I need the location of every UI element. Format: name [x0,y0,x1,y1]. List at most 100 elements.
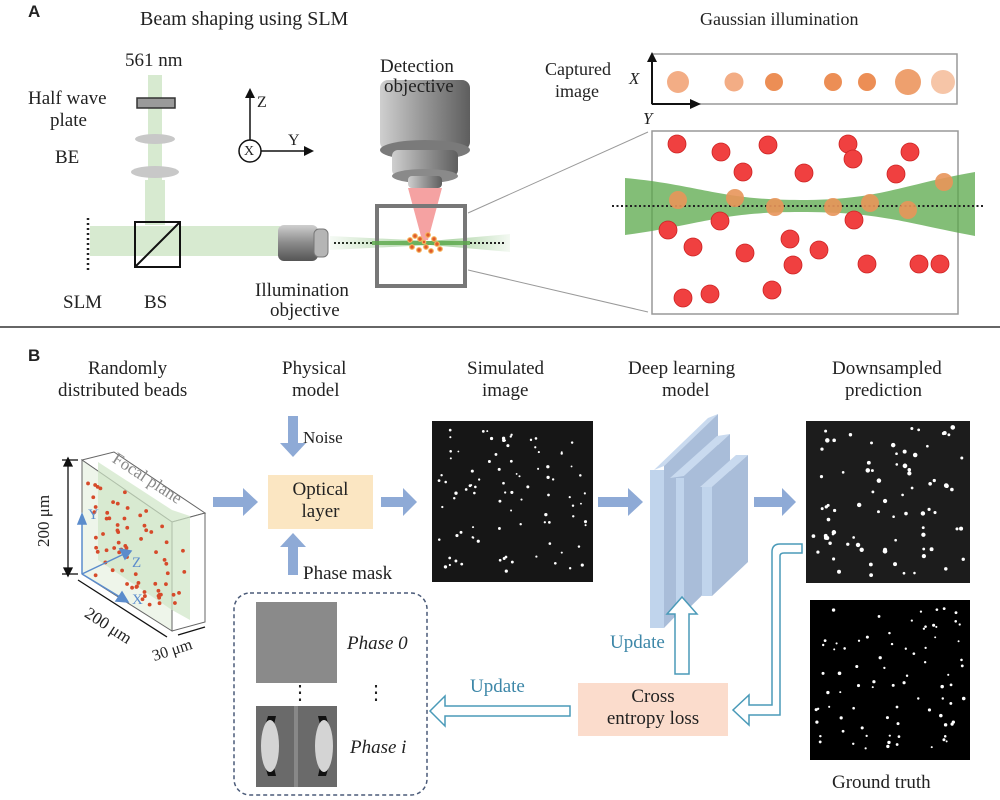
orange-bead [726,189,744,207]
simulated-spot [572,515,575,518]
dl-title-1: Deep learning [628,358,736,379]
predicted-spot [876,478,882,483]
predicted-spot [921,553,926,559]
ground-truth-spot [902,681,906,685]
ground-truth-spot [823,639,827,643]
axis-x-label: X [244,144,255,159]
ground-truth-spot [895,743,899,746]
simulated-spot [477,478,481,481]
be-lens-bottom [131,166,179,178]
simulated-spot [476,539,480,543]
volume-bead [95,549,100,554]
red-bead [711,142,731,162]
ground-truth-spot [949,701,953,705]
simulated-spot [449,436,452,439]
simulated-spot [568,496,571,499]
ground-truth-spot [945,740,948,743]
simulated-spot [501,436,506,440]
simulated-spot [543,521,546,524]
vdots-right: ⋮ [366,682,386,704]
simulated-spot [510,560,514,564]
dl-title-2: model [662,380,710,401]
beads-title-1: Randomly [88,358,168,379]
simulated-spot [443,565,448,569]
simulated-spot [535,555,538,558]
simulated-spot [534,446,537,449]
ground-truth-spot [885,716,889,720]
phase0-label: Phase 0 [347,633,408,654]
slm-label: SLM [63,292,103,313]
down-title-1: Downsampled [832,358,942,379]
arrow-optical-to-simulated [381,488,417,516]
volume-bead [92,510,97,515]
predicted-spot [902,571,906,575]
predicted-spot [894,538,897,542]
predicted-spot [893,562,898,567]
ground-truth-spot [815,720,819,724]
volume-bead [133,572,138,577]
ground-truth-spot [922,627,926,630]
ground-truth-spot [961,696,966,701]
simulated-spot [504,491,507,494]
simulated-spot [471,526,475,529]
predicted-spot [826,517,831,522]
predicted-spot [950,425,956,430]
predicted-spot [876,510,880,514]
magnified-sample [651,130,959,315]
flow-arrows [213,416,796,575]
predicted-spot [921,526,925,530]
volume-bead [164,582,168,587]
predicted-spot [892,515,895,518]
predicted-spot [846,542,850,546]
volume-bead [125,506,130,510]
ground-truth-spot [895,705,899,709]
detection-label-1: Detection [380,56,454,77]
volume-bead [136,581,141,585]
simulated-spot [577,545,581,548]
dl-model-layers [650,414,748,628]
volume-bead [98,486,103,491]
simulated-spot [548,521,551,524]
simulated-spot [464,488,468,491]
simulated-spot [449,450,452,453]
predicted-spot [882,498,888,504]
simulated-spot [568,567,572,570]
vdots-left: ⋮ [290,682,310,704]
dimension-lines [62,456,206,638]
axis-z-label: Z [257,94,267,111]
red-bead [780,229,800,249]
predicted-spot [912,452,918,458]
predicted-spot [828,541,832,546]
simulated-spot [560,551,563,554]
ground-truth-spot [819,734,822,738]
simulated-spot [529,438,533,442]
volume-bead [158,592,163,597]
volume-bead [181,548,185,553]
simulated-image [432,421,593,582]
predicted-spot [882,548,888,554]
predicted-spot [929,547,934,552]
simulated-spot [497,467,501,471]
red-bead [783,255,803,275]
ground-truth-spot [924,625,927,628]
simulated-spot [498,527,501,530]
volume-bead [111,500,115,505]
captured-label-2: image [555,81,599,101]
detection-cone [408,188,442,240]
ground-truth-spot [939,713,943,718]
ground-truth-spot [943,723,948,727]
ground-truth-spot [888,734,891,737]
half-wave-plate [136,97,176,109]
red-bead [843,149,863,169]
simulated-spot [498,558,502,562]
predicted-spot [870,441,873,445]
ground-truth-spot [958,623,961,626]
simulated-spot [470,484,473,487]
volume-bead [117,550,122,555]
ground-truth-spot [839,716,843,720]
panel-a-title-right: Gaussian illumination [700,9,859,29]
orange-bead [766,198,784,216]
volume-bead [160,524,165,529]
predicted-spot [856,502,862,508]
volume-bead [153,581,158,586]
